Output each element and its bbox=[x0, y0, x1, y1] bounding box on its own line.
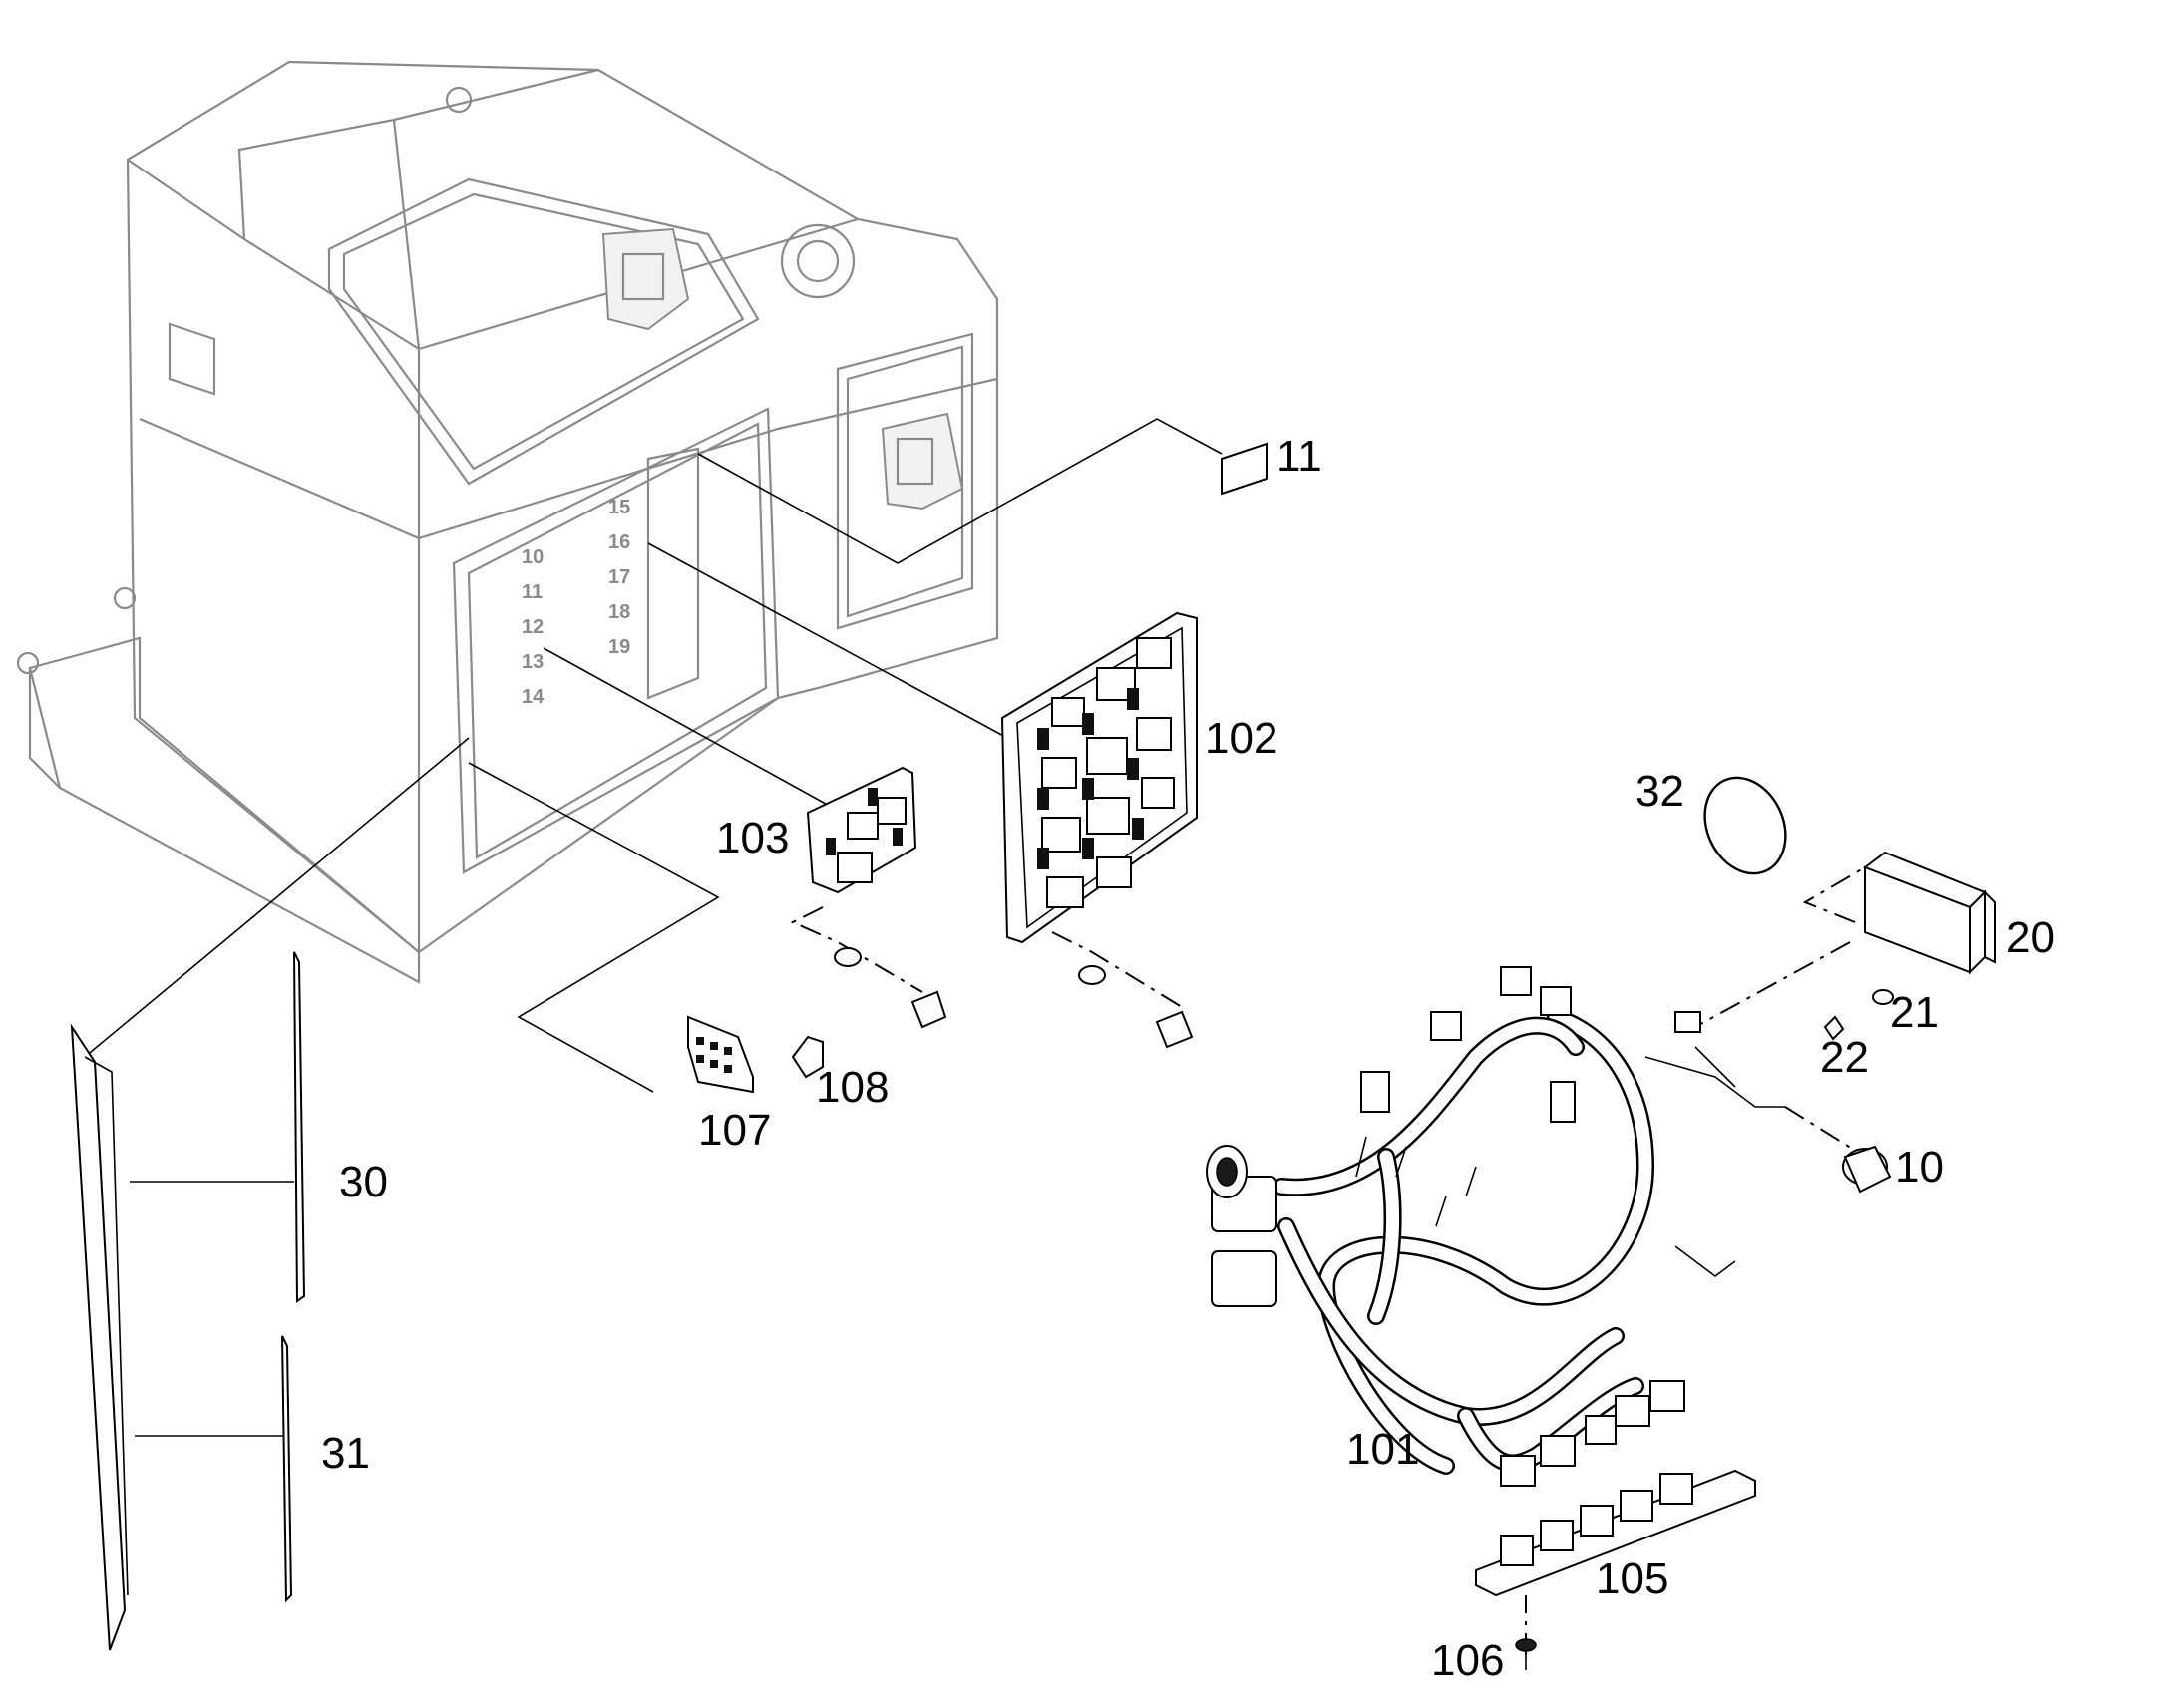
callout-10: 10 bbox=[1895, 1143, 1944, 1192]
part-20-bracket-box bbox=[1862, 851, 1996, 975]
callout-30: 30 bbox=[339, 1158, 388, 1206]
part-101-wiring-harness bbox=[1206, 966, 1785, 1487]
washer bbox=[1078, 965, 1106, 985]
leader-lines bbox=[84, 418, 1866, 1655]
part-21-washer bbox=[1872, 989, 1894, 1005]
fuse-panel-labels: 10 11 12 13 14 15 16 17 18 19 bbox=[522, 497, 630, 708]
screw bbox=[1155, 1010, 1194, 1049]
callout-102: 102 bbox=[1205, 714, 1277, 763]
part-106-screw bbox=[1515, 1638, 1537, 1670]
part-103-relay-board bbox=[806, 766, 917, 894]
part-22-screw bbox=[1823, 1015, 1845, 1041]
part-107-terminal-block bbox=[687, 1015, 754, 1094]
screw bbox=[910, 990, 947, 1029]
cab-housing: 10 11 12 13 14 15 16 17 18 19 bbox=[16, 60, 999, 984]
panel-number: 19 bbox=[608, 636, 630, 658]
callout-103: 103 bbox=[716, 814, 789, 862]
panel-number: 15 bbox=[608, 497, 630, 518]
part-102-relay-board bbox=[1000, 611, 1198, 944]
callout-20: 20 bbox=[2006, 913, 2055, 962]
part-cover-panel bbox=[70, 1023, 129, 1651]
callout-22: 22 bbox=[1820, 1033, 1869, 1082]
part-30-gasket bbox=[293, 951, 306, 1303]
callout-107: 107 bbox=[698, 1106, 771, 1155]
part-108-bolt bbox=[791, 1035, 824, 1079]
panel-number: 18 bbox=[608, 601, 630, 623]
part-11-label-plate bbox=[1221, 442, 1268, 496]
callout-11: 11 bbox=[1276, 432, 1322, 481]
panel-number: 11 bbox=[522, 581, 543, 603]
panel-number: 16 bbox=[608, 531, 630, 553]
panel-number: 17 bbox=[608, 566, 630, 588]
callout-labels: 11 102 103 32 20 21 22 10 108 107 30 31 … bbox=[321, 432, 2055, 1685]
panel-number: 13 bbox=[522, 651, 544, 673]
callout-32: 32 bbox=[1635, 767, 1684, 816]
washer bbox=[834, 947, 862, 967]
callout-108: 108 bbox=[816, 1063, 889, 1112]
part-32-o-ring bbox=[1703, 776, 1787, 875]
callout-21: 21 bbox=[1890, 988, 1939, 1037]
callout-31: 31 bbox=[321, 1429, 370, 1478]
fasteners bbox=[834, 947, 1194, 1049]
panel-number: 12 bbox=[522, 616, 544, 638]
part-10-socket bbox=[1842, 1145, 1892, 1194]
callout-106: 106 bbox=[1431, 1636, 1504, 1685]
callout-105: 105 bbox=[1596, 1554, 1668, 1603]
part-31-gasket bbox=[281, 1335, 293, 1603]
panel-number: 10 bbox=[522, 546, 544, 568]
part-105-connector-rail bbox=[1475, 1469, 1756, 1597]
panel-number: 14 bbox=[522, 686, 545, 708]
callout-101: 101 bbox=[1346, 1425, 1419, 1474]
